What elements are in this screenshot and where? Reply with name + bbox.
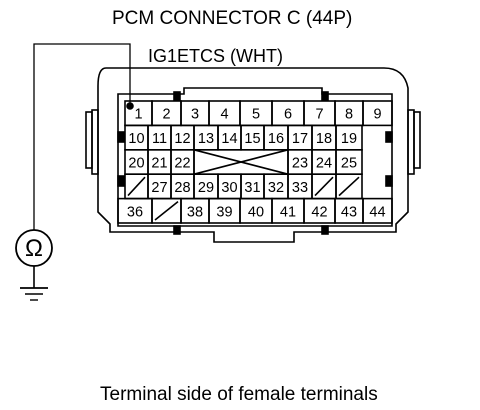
terminal-number: 33 [292,180,308,196]
terminal-number: 7 [315,107,323,123]
terminal-number: 2 [162,107,170,123]
terminal-number: 6 [284,107,292,123]
key-mark [321,91,329,101]
terminal-number: 11 [152,131,167,147]
caption: Terminal side of female terminals [100,384,378,405]
empty-slot-slash [314,176,334,197]
wire-label: IG1ETCS (WHT) [148,46,283,66]
key-mark [173,225,181,235]
key-mark [117,175,125,187]
blank-cross [193,149,289,175]
key-mark [385,175,393,187]
terminal-number: 30 [221,180,237,196]
terminal-number: 12 [174,131,190,147]
terminal-number: 14 [221,131,237,147]
terminal-number: 17 [292,131,308,147]
connector-housing [85,67,421,243]
terminal-number: 42 [311,204,327,220]
terminal-number: 8 [345,107,353,123]
terminal-number: 21 [151,156,167,172]
key-mark [117,131,125,143]
terminal-number: 13 [198,131,214,147]
terminal-number: 44 [369,204,385,220]
ground-icon [20,287,48,301]
terminal-cell [362,100,393,127]
terminal-number: 16 [268,131,284,147]
terminal-number: 9 [373,107,381,123]
empty-slot-slash [154,200,179,221]
terminal-number: 5 [252,107,260,123]
empty-slot-slash [127,176,146,197]
terminal-number: 39 [216,204,232,220]
terminal-number: 4 [220,107,228,123]
key-mark [321,225,329,235]
terminal-number: 23 [292,156,308,172]
terminal-number: 22 [174,156,190,172]
terminal-number: 31 [244,180,260,196]
terminal-cell [362,197,393,224]
terminal-number: 28 [174,180,190,196]
terminal-number: 15 [244,131,260,147]
probe-wire [33,43,131,230]
diagram-title: PCM CONNECTOR C (44P) [112,8,352,29]
terminal-number: 25 [341,156,357,172]
terminal-number: 32 [268,180,284,196]
terminal-number: 41 [280,204,296,220]
key-mark [385,131,393,143]
empty-slot-slash [338,176,360,197]
terminal-number: 3 [191,107,199,123]
terminal-number: 43 [341,204,357,220]
terminal-number: 38 [187,204,203,220]
terminal-number: 40 [248,204,264,220]
terminal-number: 27 [151,180,167,196]
terminal-number: 19 [341,131,357,147]
probe-tip [126,102,134,110]
terminal-number: 1 [134,107,142,123]
terminal-number: 10 [128,131,144,147]
terminal-number: 18 [316,131,332,147]
terminal-number: 29 [198,180,214,196]
terminal-number: 20 [128,156,144,172]
key-mark [173,91,181,101]
terminal-number: 36 [127,204,143,220]
ohm-symbol: Ω [25,235,43,262]
terminal-number: 24 [316,156,332,172]
